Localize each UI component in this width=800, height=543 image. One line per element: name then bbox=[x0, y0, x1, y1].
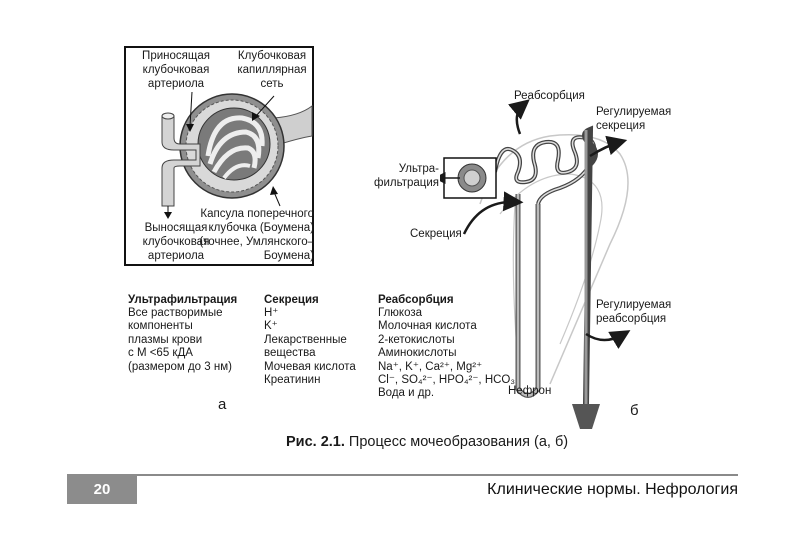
caption-prefix: Рис. 2.1. bbox=[286, 434, 345, 450]
list-item: Креатинин bbox=[264, 374, 321, 387]
capillary-network-label: Клубочковая капиллярная сеть bbox=[237, 50, 307, 90]
regulated-reabsorption-label: Регулируемая реабсорбция bbox=[596, 299, 672, 325]
list-item: Молочная кислота bbox=[378, 320, 477, 333]
ultrafiltration-label: Ультра- фильтрация bbox=[374, 163, 439, 189]
list-item: Na⁺, K⁺, Ca²⁺, Mg²⁺ bbox=[378, 360, 483, 373]
afferent-arteriole-label: Приносящая клубочковая артериола bbox=[142, 50, 210, 90]
list-item: K⁺ bbox=[264, 320, 278, 333]
list-item: с М <65 кДА bbox=[128, 347, 193, 360]
ultrafiltration-title: Ультрафильтрация bbox=[128, 294, 238, 306]
reabsorption-column: Реабсорбция Глюкоза Молочная кислота 2-к… bbox=[378, 293, 521, 401]
page-number: 20 bbox=[67, 474, 137, 504]
list-item: 2-кетокислоты bbox=[378, 333, 455, 346]
list-item: Глюкоза bbox=[378, 307, 423, 319]
efferent-arteriole-label: Выносящая клубочковая артериола bbox=[142, 222, 210, 262]
list-item: H⁺ bbox=[264, 307, 279, 319]
list-item: Все растворимые bbox=[128, 307, 223, 319]
bowman-capsule-label: Капсула поперечного клубочка (Боумена) (… bbox=[199, 208, 314, 262]
list-item: компоненты bbox=[128, 320, 193, 333]
footer-divider bbox=[67, 474, 738, 476]
list-item: Лекарственные bbox=[264, 333, 347, 346]
list-item: плазмы крови bbox=[128, 333, 203, 346]
figure-a-letter: а bbox=[218, 396, 227, 413]
regulated-secretion-label: Регулируемая секреция bbox=[596, 106, 672, 132]
secretion-column: Секреция H⁺ K⁺ Лекарственные вещества Мо… bbox=[264, 293, 356, 387]
page-footer: 20 Клинические нормы. Нефрология bbox=[67, 474, 738, 504]
list-item: (размером до 3 нм) bbox=[128, 360, 232, 373]
running-title: Клинические нормы. Нефрология bbox=[487, 481, 738, 498]
list-item: Аминокислоты bbox=[378, 347, 457, 360]
reabsorption-label: Реабсорбция bbox=[514, 90, 585, 102]
figure-caption: Рис. 2.1. Процесс мочеобразования (а, б) bbox=[286, 434, 568, 450]
list-item: Мочевая кислота bbox=[264, 360, 356, 373]
secretion-title: Секреция bbox=[264, 294, 319, 306]
list-item: вещества bbox=[264, 347, 316, 360]
ultrafiltration-column: Ультрафильтрация Все растворимые компоне… bbox=[128, 293, 237, 374]
secretion-label: Секреция bbox=[410, 228, 462, 240]
caption-text: Процесс мочеобразования (а, б) bbox=[344, 434, 569, 450]
figure-b-letter: б bbox=[630, 402, 639, 419]
reabsorption-title: Реабсорбция bbox=[378, 294, 454, 306]
list-item: Вода и др. bbox=[378, 387, 435, 400]
nephron-label: Нефрон bbox=[508, 385, 552, 397]
glomerulus-illustration bbox=[124, 46, 314, 266]
glomerulus-figure bbox=[124, 46, 314, 266]
nephron-illustration bbox=[440, 99, 631, 429]
list-item: Cl⁻, SO₄²⁻, HPO₄²⁻, HCO₃⁻ bbox=[378, 374, 522, 387]
